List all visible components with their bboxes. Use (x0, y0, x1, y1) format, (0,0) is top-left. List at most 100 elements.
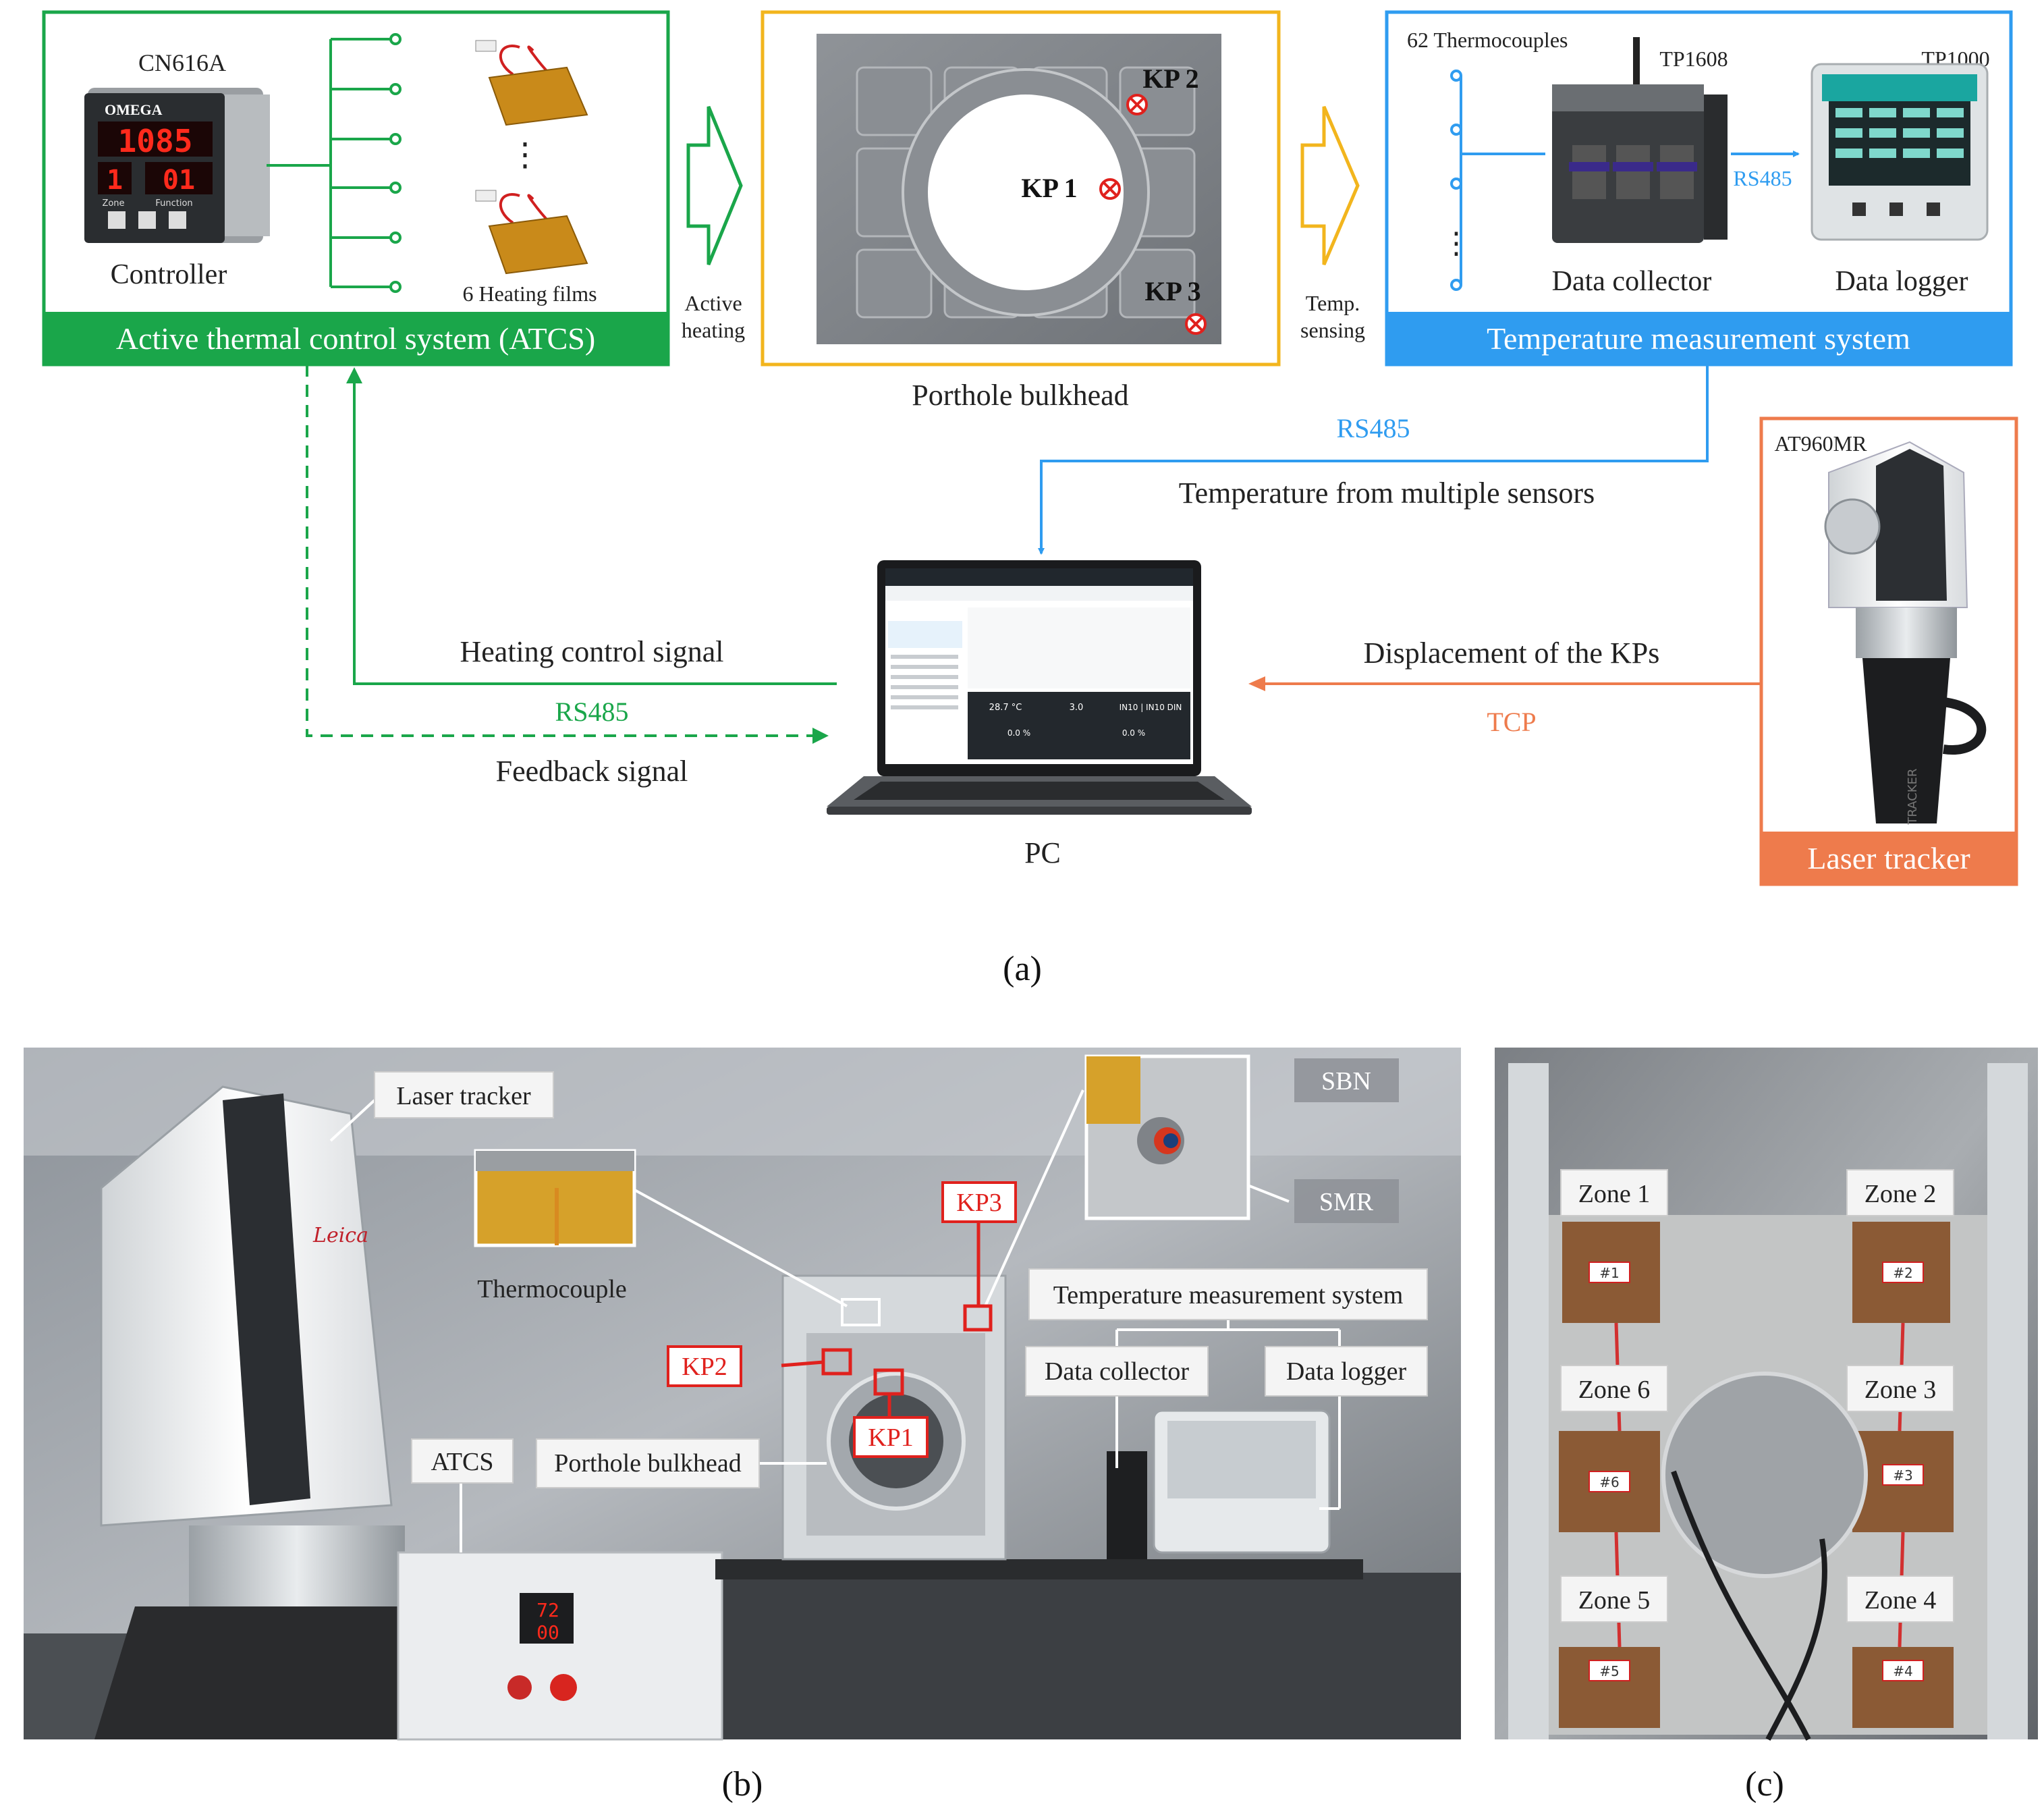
smr-photo-label: SMR (1319, 1188, 1374, 1216)
controller-key-function: Function (155, 198, 192, 209)
photo-b-labels: Laser tracker Thermocouple SBN SMR Tempe… (374, 1058, 1428, 1488)
heating-film-icon (475, 190, 588, 275)
temp-sensing-line2: sensing (1300, 318, 1365, 342)
tcp-label: TCP (1487, 707, 1536, 737)
heating-signal-label: Heating control signal (460, 635, 723, 668)
pc-screen-port: IN10 | IN10 DIN (1120, 703, 1182, 712)
laser-tracker-title: Laser tracker (1807, 841, 1970, 875)
zone6-label: Zone 6 (1578, 1376, 1651, 1404)
temp-sensing-arrow: Temp. sensing (1300, 106, 1365, 342)
zone-tags (1589, 1262, 1924, 1681)
controller-display-top: 1085 (118, 123, 193, 159)
collector-photo-label: Data collector (1045, 1357, 1190, 1386)
zone5-label: Zone 5 (1578, 1586, 1651, 1615)
tracker-model-label: AT960MR (1775, 431, 1868, 456)
tracker-to-pc-link: Displacement of the KPs TCP (1248, 637, 1761, 737)
bulkhead-box: KP 1 KP 2 KP 3 (761, 10, 1281, 367)
bulkhead-photo-label: Porthole bulkhead (554, 1449, 742, 1478)
kp1-photo-label: KP1 (868, 1424, 914, 1452)
films-ellipsis: ⋮ (509, 137, 541, 173)
controller-display-right: 01 (163, 165, 195, 196)
pc-screen-pct1: 0.0 % (1007, 728, 1030, 738)
active-heating-line1: Active (684, 291, 742, 315)
sbn-photo-label: SBN (1321, 1067, 1371, 1095)
tms-terminal-dots (1450, 70, 1462, 291)
kp2-label: KP 2 (1142, 63, 1198, 94)
pc-screen-temp: 28.7 °C (989, 703, 1022, 713)
controller-label: Controller (111, 259, 227, 290)
zone6-tag: #6 (1599, 1474, 1619, 1490)
tms-ellipsis: ⋮ (1441, 227, 1471, 260)
controller-display-left: 1 (107, 165, 123, 196)
data-logger-label: Data logger (1835, 266, 1968, 297)
kp3-photo-label: KP3 (956, 1189, 1002, 1217)
zone2-tag: #2 (1893, 1265, 1912, 1281)
tms-rs485-label: RS485 (1733, 166, 1792, 190)
photo-b: Leica 72 00 (24, 1048, 1461, 1741)
tms-to-pc-link: RS485 Temperature from multiple sensors (1038, 364, 1709, 555)
zone4-label: Zone 4 (1865, 1586, 1937, 1615)
pc-laptop: 28.7 °C 3.0 IN10 | IN10 DIN 0.0 % 0.0 % (827, 560, 1252, 815)
leica-logo: Leica (312, 1224, 368, 1247)
zone3-tag: #3 (1893, 1467, 1912, 1484)
active-heating-arrow: Active heating (682, 106, 745, 342)
atcs-model-label: CN616A (138, 49, 226, 76)
feedback-label: Feedback signal (496, 755, 688, 788)
atcs-photo-label: ATCS (431, 1448, 494, 1476)
tms-title: Temperature measurement system (1487, 321, 1910, 356)
atcs-terminal-dots (389, 33, 402, 293)
panel-b-caption: (b) (722, 1765, 763, 1804)
panel-c-caption: (c) (1745, 1765, 1784, 1804)
zone-labels: Zone 1 Zone 2 Zone 6 Zone 3 Zone 5 Zone … (1560, 1169, 1954, 1623)
atcs-box: Active thermal control system (ATCS) CN6… (42, 10, 670, 367)
feedback-link: RS485 Feedback signal (306, 364, 829, 788)
data-collector-label: Data collector (1552, 266, 1712, 297)
kp3-marker-icon (1185, 313, 1207, 335)
displacement-label: Displacement of the KPs (1364, 637, 1660, 670)
laser-tracker-photo-label: Laser tracker (396, 1082, 531, 1110)
films-label: 6 Heating films (462, 281, 597, 306)
tms-box: Temperature measurement system 62 Thermo… (1385, 10, 2013, 367)
heating-control-link: Heating control signal (346, 367, 837, 685)
controller-device: OMEGA 1085 1 01 Zone Function (84, 88, 270, 243)
zone2-label: Zone 2 (1865, 1180, 1937, 1208)
heating-film-icon (475, 40, 588, 126)
rs485-top-label: RS485 (1337, 413, 1410, 443)
pc-screen-pct2: 0.0 % (1122, 728, 1145, 738)
thermocouples-label: 62 Thermocouples (1407, 28, 1568, 52)
atcs-photo-display2: 00 (536, 1621, 559, 1644)
temp-multi-label: Temperature from multiple sensors (1179, 477, 1595, 510)
rs485-left-label: RS485 (555, 697, 629, 727)
photo-b-kp-marks (781, 1222, 993, 1417)
kp-labels-photo: KP2 KP1 KP3 (667, 1181, 1017, 1458)
laser-tracker-device: TRACKER (1824, 441, 1987, 826)
panel-a-caption: (a) (1003, 950, 1042, 988)
tracker-word: TRACKER (1906, 768, 1920, 825)
active-heating-line2: heating (682, 318, 745, 342)
omega-logo: OMEGA (105, 101, 163, 118)
temp-sensing-line1: Temp. (1306, 291, 1360, 315)
kp1-label: KP 1 (1021, 173, 1077, 203)
photo-c: #1 #2 #6 #3 #5 #4 Zone 1 Zone 2 Zone 6 Z… (1495, 1048, 2038, 1741)
cable-bundle (1671, 1470, 1827, 1741)
atcs-title: Active thermal control system (ATCS) (116, 321, 595, 356)
controller-key-zone: Zone (102, 198, 124, 209)
zone1-tag: #1 (1599, 1265, 1619, 1281)
thermocouple-photo-label: Thermocouple (477, 1275, 627, 1303)
zone4-tag: #4 (1893, 1663, 1912, 1679)
zone3-label: Zone 3 (1865, 1376, 1937, 1404)
atcs-distribution-lines (267, 38, 391, 288)
pc-screen-val: 3.0 (1070, 703, 1084, 713)
kp1-marker-icon (1099, 178, 1121, 200)
laser-tracker-box: Laser tracker AT960MR TRACKER (1759, 416, 2018, 886)
logger-photo-label: Data logger (1286, 1357, 1407, 1386)
pc-label: PC (1024, 836, 1061, 869)
bulkhead-caption: Porthole bulkhead (912, 379, 1128, 412)
data-logger-device (1811, 63, 1989, 241)
kp2-marker-icon (1126, 94, 1148, 115)
tms-photo-label: Temperature measurement system (1053, 1281, 1404, 1309)
kp3-label: KP 3 (1144, 276, 1200, 306)
data-collector-device (1552, 37, 1728, 243)
zone5-tag: #5 (1599, 1663, 1619, 1679)
